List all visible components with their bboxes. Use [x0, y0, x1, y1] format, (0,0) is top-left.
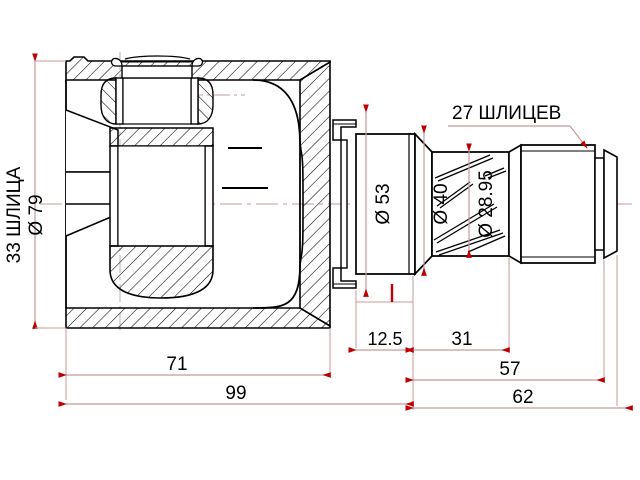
- dimension-d79: 33 ШЛИЦА Ø 79: [4, 53, 66, 329]
- dim71-label: 71: [166, 354, 187, 375]
- dim99-label: 99: [225, 383, 246, 404]
- boot-flange: [332, 119, 357, 289]
- dimension-d2895: Ø 28.95: [466, 143, 497, 258]
- dim31-label: 31: [451, 329, 472, 350]
- snap-ring-upper: [332, 119, 357, 141]
- hub-bore-wall-left: [109, 145, 119, 247]
- flange-neck: [340, 139, 348, 269]
- dimension-71: 71: [58, 354, 331, 378]
- dimension-d53: Ø 53: [363, 104, 394, 297]
- right-spline-label: 27 ШЛИЦЕВ: [452, 103, 561, 124]
- dimension-57: 57: [405, 359, 605, 383]
- roller-cup-left: [100, 77, 117, 125]
- dimension-62: 62: [405, 387, 633, 411]
- d40-label: Ø 40: [431, 183, 452, 224]
- extension-lines: [65, 255, 618, 410]
- tripod-roller-body: [122, 77, 192, 125]
- dimension-99: 99: [58, 383, 414, 407]
- cap-lip-right: [191, 57, 204, 67]
- hub-collar: [109, 127, 214, 147]
- hub-bore-wall-right: [204, 145, 214, 247]
- d53-label: Ø 53: [373, 183, 394, 224]
- output-shaft: [355, 131, 618, 277]
- needle-race-left: [115, 77, 124, 125]
- cap-lip-left: [110, 57, 123, 67]
- inner-hub-assembly: [100, 55, 268, 299]
- callout-leader: [569, 125, 588, 149]
- dimension-31: 31: [405, 329, 510, 353]
- needle-race-right: [190, 77, 199, 125]
- cv-joint-housing: [65, 56, 331, 329]
- dim125-label: 12.5: [367, 329, 402, 349]
- hub-bore-cavity: [117, 145, 206, 247]
- cap-dome: [124, 55, 191, 60]
- flange-offset-marker: [356, 284, 413, 303]
- circlip-groove: [594, 157, 605, 251]
- housing-inner-cavity-profile: [252, 79, 301, 309]
- dim57-label: 57: [499, 359, 520, 380]
- roller-cup-right: [197, 77, 214, 125]
- dimension-d40: Ø 40: [421, 125, 452, 276]
- shaft-end-journal: [520, 144, 596, 264]
- shaft-end-shoulder: [508, 143, 522, 265]
- dim62-label: 62: [512, 387, 533, 408]
- housing-lower-wall: [65, 307, 331, 329]
- left-spline-count-label: 33 ШЛИЦА: [4, 166, 25, 263]
- right-spline-callout: 27 ШЛИЦЕВ: [448, 103, 588, 149]
- housing-right-wall: [299, 60, 331, 328]
- shaft-tip: [603, 148, 618, 260]
- d2895-label: Ø 28.95: [476, 170, 497, 238]
- left-spline-diameter-label: Ø 79: [26, 194, 47, 235]
- dimension-125: 12.5: [348, 329, 414, 353]
- hub-bottom-seat: [109, 245, 214, 299]
- roller-cap: [121, 65, 193, 79]
